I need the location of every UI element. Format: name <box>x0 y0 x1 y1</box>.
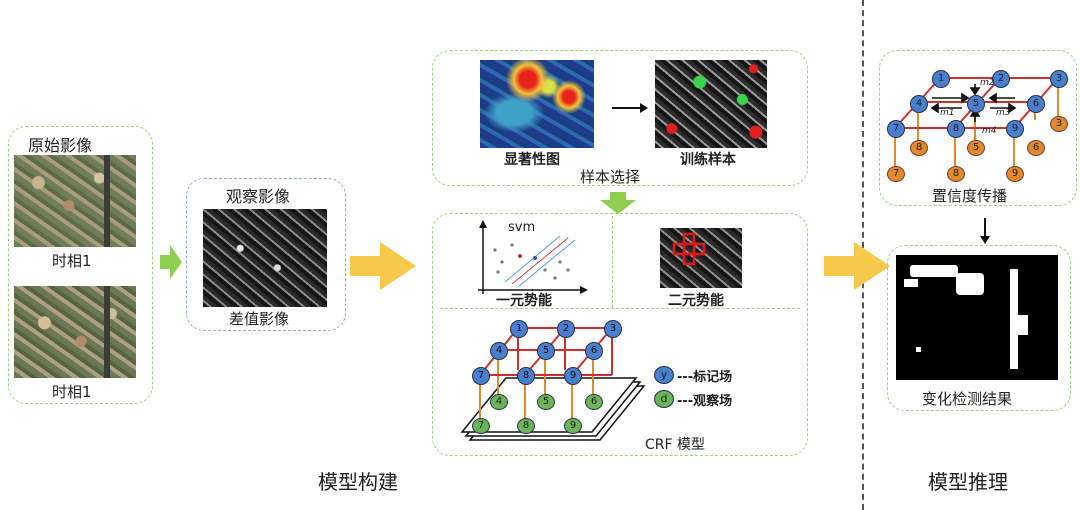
change-detection-result-image <box>896 255 1058 380</box>
svm-label: svm <box>508 220 536 235</box>
training-samples <box>655 60 767 148</box>
prop-node-4: 4 <box>910 95 928 113</box>
crf-node-y4: 4 <box>490 342 508 360</box>
yellow-arrow-2 <box>824 242 890 290</box>
result-blob-left-small <box>904 279 918 287</box>
saliency-map <box>480 60 594 148</box>
prop-node-3: 3 <box>1050 70 1068 88</box>
sample-selection-panel <box>432 50 808 186</box>
result-blob-topleft <box>910 265 958 277</box>
prop-node-6: 6 <box>1027 95 1045 113</box>
crf-node-d5: 5 <box>537 394 555 410</box>
prop-obs-node-8a: 8 <box>910 140 928 156</box>
prop-node-7: 7 <box>887 120 905 138</box>
prop-node-8: 8 <box>947 120 965 138</box>
propagation-caption: 置信度传播 <box>932 187 1008 205</box>
original-images-title: 原始影像 <box>28 136 93 155</box>
crf-node-y8: 8 <box>517 367 535 385</box>
original-images-panel <box>8 126 153 404</box>
prop-obs-node-5: 5 <box>967 140 985 156</box>
result-blob-middle <box>956 273 984 295</box>
crf-node-d7: 7 <box>472 418 490 434</box>
sample-selection-caption: 样本选择 <box>580 168 641 186</box>
crf-node-y9: 9 <box>564 367 582 385</box>
result-panel <box>887 245 1071 411</box>
difference-caption: 差值影像 <box>229 310 290 328</box>
crf-inner-divider-h <box>440 308 800 309</box>
original-image-t1-road <box>104 155 110 247</box>
crf-node-y7: 7 <box>472 367 490 385</box>
training-label: 训练样本 <box>680 152 736 168</box>
legend-y-symbol: y <box>654 366 674 384</box>
crf-node-y1: 1 <box>510 320 528 338</box>
original-image-t1 <box>14 155 136 247</box>
crf-node-y6: 6 <box>585 342 603 360</box>
prop-obs-node-8b: 8 <box>947 166 965 182</box>
legend-d-label: ---观察场 <box>677 394 733 409</box>
crf-node-d8: 8 <box>517 418 535 434</box>
legend-d-symbol: d <box>654 390 674 408</box>
section-build-label: 模型构建 <box>318 470 398 494</box>
prop-obs-node-7: 7 <box>887 166 905 182</box>
original-t1-label: 时相1 <box>52 252 92 270</box>
message-m1: m1 <box>940 108 955 118</box>
unary-label: 一元势能 <box>496 293 552 309</box>
crf-model-panel <box>432 213 808 456</box>
observation-title: 观察影像 <box>226 187 291 206</box>
original-image-t2-road <box>104 286 110 378</box>
legend-y-label: ---标记场 <box>677 370 733 385</box>
crf-node-y3: 3 <box>604 320 622 338</box>
prop-node-5: 5 <box>967 95 985 113</box>
original-t2-label: 时相1 <box>52 383 92 401</box>
result-caption: 变化检测结果 <box>922 390 1013 408</box>
difference-image <box>203 209 327 307</box>
result-blob-vertical-wide <box>1014 315 1028 335</box>
crf-caption: CRF 模型 <box>645 437 706 453</box>
crf-node-d4: 4 <box>490 394 508 410</box>
message-m2: m2 <box>980 78 995 88</box>
original-image-t2 <box>14 286 136 378</box>
prop-node-9: 9 <box>1006 120 1024 138</box>
saliency-label: 显著性图 <box>504 152 560 168</box>
crf-node-y2: 2 <box>557 320 575 338</box>
crf-inner-divider-v <box>612 216 613 308</box>
green-arrow-1 <box>160 245 182 279</box>
pairwise-label: 二元势能 <box>668 293 724 309</box>
prop-obs-node-6: 6 <box>1027 140 1045 156</box>
prop-node-1: 1 <box>932 70 950 88</box>
prop-obs-node-3: 3 <box>1050 116 1068 132</box>
crf-node-y5: 5 <box>537 342 555 360</box>
crf-node-d6: 6 <box>585 394 603 410</box>
yellow-arrow-1 <box>350 242 416 290</box>
message-m3: m3 <box>996 108 1011 118</box>
message-m4: m4 <box>982 126 997 136</box>
prop-obs-node-9: 9 <box>1006 166 1024 182</box>
observation-panel <box>186 178 346 331</box>
crf-node-d9: 9 <box>564 418 582 434</box>
green-arrow-down <box>600 192 636 214</box>
section-infer-label: 模型推理 <box>928 470 1008 494</box>
pairwise-image <box>660 228 742 288</box>
propagation-panel <box>879 50 1077 206</box>
result-dot <box>916 347 921 352</box>
prop-node-2: 2 <box>992 70 1010 88</box>
